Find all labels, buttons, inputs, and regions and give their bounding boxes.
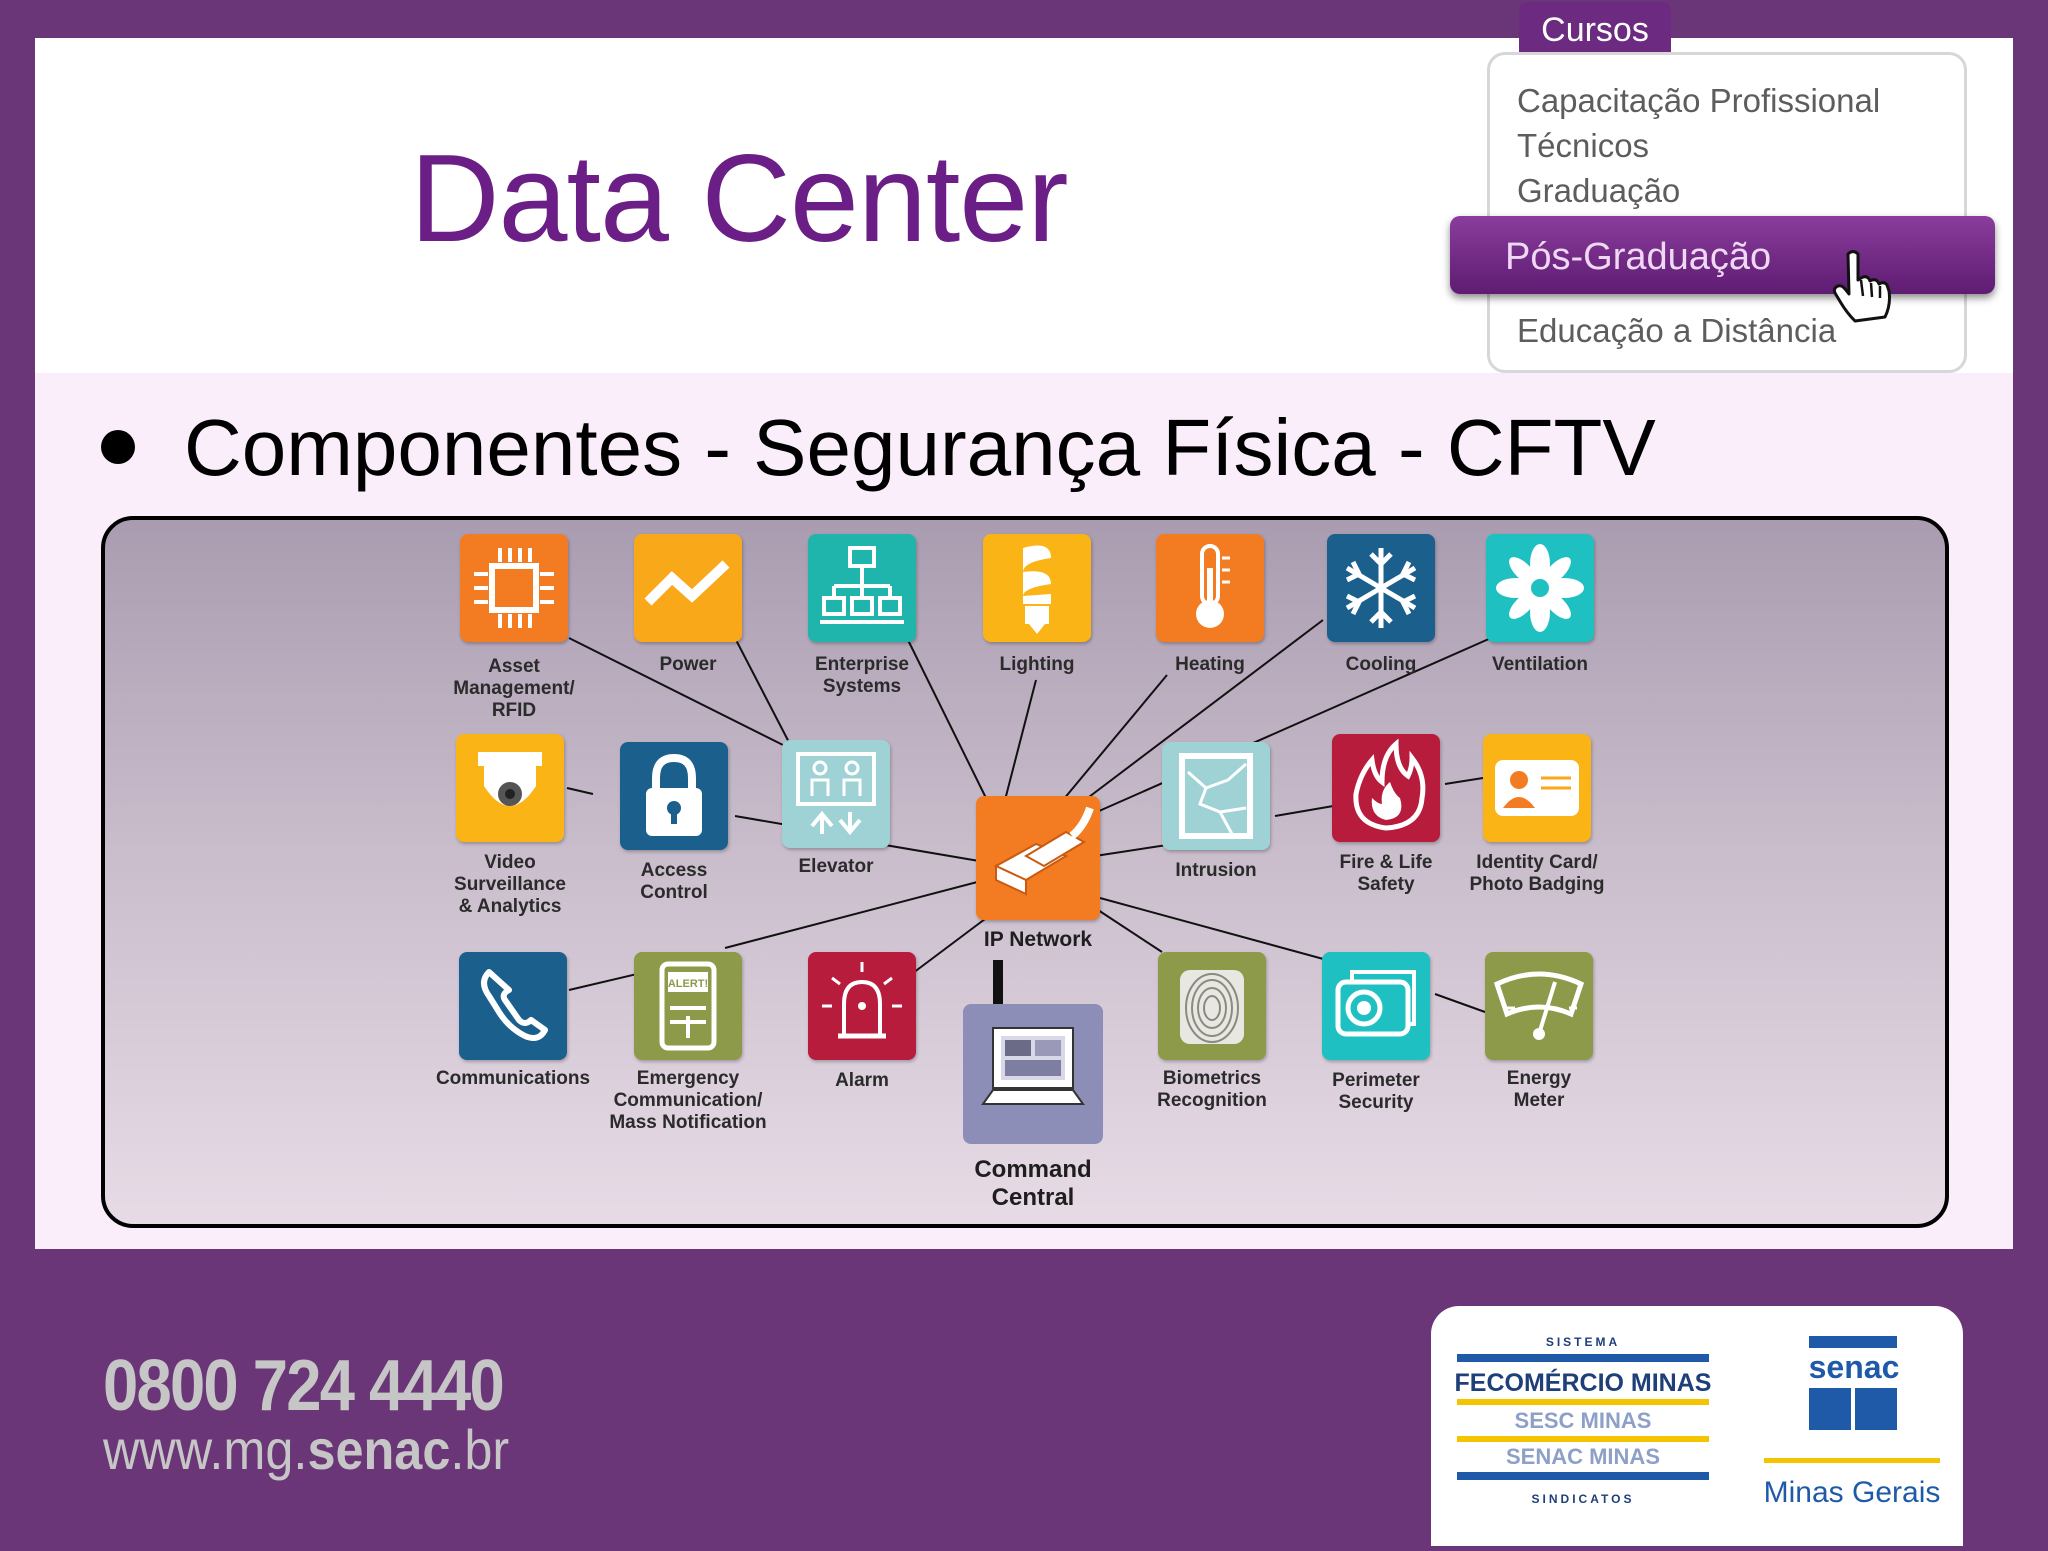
access-control-label: Access Control <box>640 860 708 903</box>
asset-management-tile <box>460 534 568 642</box>
intrusion-label: Intrusion <box>1175 860 1257 881</box>
logo-sindicatos: SINDICATOS <box>1532 1492 1635 1506</box>
energy-meter-label: Energy Meter <box>1506 1068 1572 1111</box>
lighting-label: Lighting <box>999 654 1075 675</box>
power-label: Power <box>659 654 717 675</box>
phone-number: 0800 724 4440 <box>103 1346 505 1426</box>
biometrics-label: Biometrics Recognition <box>1157 1068 1267 1111</box>
identity-card-tile <box>1483 734 1591 842</box>
courses-menu-tab[interactable]: Cursos <box>1519 2 1671 54</box>
communications-label: Communications <box>435 1068 591 1089</box>
hand-cursor-icon <box>1832 250 1891 323</box>
access-control-tile <box>620 742 728 850</box>
ip-network-label: IP Network <box>983 928 1093 951</box>
logo-sistema: SISTEMA <box>1546 1335 1620 1349</box>
logo-graphic: SISTEMA FECOMÉRCIO MINAS SESC MINAS SENA… <box>1455 1335 1941 1509</box>
lighting-tile <box>983 534 1091 642</box>
website-link[interactable]: www.mg.senac.br <box>103 1417 509 1482</box>
ip-network-hub <box>976 796 1100 920</box>
course-item-capacitacao[interactable]: Capacitação Profissional <box>1517 82 1881 119</box>
course-item-pos-graduacao[interactable] <box>1450 216 1995 294</box>
id-card-icon <box>1495 760 1579 816</box>
course-item-tecnicos[interactable]: Técnicos <box>1517 127 1650 164</box>
senac-bar <box>1809 1336 1897 1348</box>
intrusion-tile <box>1162 742 1270 850</box>
snowflake-icon <box>1345 548 1417 628</box>
logo-sesc: SESC MINAS <box>1515 1408 1652 1433</box>
heating-tile <box>1156 534 1264 642</box>
identity-card-label: Identity Card/ Photo Badging <box>1469 852 1605 895</box>
perimeter-camera-icon <box>1335 970 1416 1037</box>
power-tile <box>634 534 742 642</box>
elevator-label: Elevator <box>798 856 874 877</box>
logo-senac: senac <box>1809 1349 1900 1385</box>
ethernet-plug-icon <box>993 806 1094 896</box>
fire-icon <box>1353 738 1426 831</box>
sistema-fecomercio-logo: SISTEMA FECOMÉRCIO MINAS SESC MINAS SENA… <box>1431 1306 1963 1546</box>
course-item-pos-graduacao-label: Pós-Graduação <box>1505 236 1772 278</box>
iot-diagram: IP Network Command Central Asset Managem… <box>101 516 1949 1228</box>
diagram-connectors <box>566 619 1492 1013</box>
broken-window-icon <box>1179 753 1253 839</box>
alarm-label: Alarm <box>835 1070 889 1091</box>
cooling-tile <box>1327 534 1435 642</box>
power-zigzag-icon <box>644 560 730 606</box>
laptop-icon <box>981 1027 1085 1105</box>
course-item-ead[interactable]: Educação a Distância <box>1517 312 1837 349</box>
bulb-icon <box>1023 545 1051 634</box>
biometrics-tile <box>1158 952 1266 1060</box>
padlock-icon <box>646 753 702 836</box>
logo-senac-minas: SENAC MINAS <box>1506 1444 1660 1469</box>
website-prefix: www.mg. <box>103 1418 308 1481</box>
heating-label: Heating <box>1175 654 1245 675</box>
alert-device-icon: ALERT! <box>659 961 717 1051</box>
ventilation-label: Ventilation <box>1491 654 1589 675</box>
asset-management-label: Asset Management/ RFID <box>453 656 575 721</box>
enterprise-systems-label: Enterprise Systems <box>815 654 909 697</box>
bullet-dot <box>101 430 135 464</box>
fire-safety-label: Fire & Life Safety <box>1339 852 1433 895</box>
website-suffix: .br <box>450 1418 510 1481</box>
elevator-icon <box>796 752 876 836</box>
fingerprint-icon <box>1180 970 1244 1044</box>
cooling-label: Cooling <box>1345 654 1417 675</box>
command-central-label: Command Central <box>974 1156 1092 1211</box>
courses-menu <box>1487 52 1967 373</box>
logo-fecomercio: FECOMÉRCIO MINAS <box>1455 1368 1712 1397</box>
alarm-tile <box>808 952 916 1060</box>
video-surveillance-label: Video Surveillance & Analytics <box>454 852 566 917</box>
emergency-communication-tile: ALERT! <box>634 952 742 1060</box>
alarm-bell-icon <box>822 962 902 1039</box>
fan-icon <box>1496 544 1584 632</box>
camera-dome-icon <box>478 752 542 806</box>
gauge-icon <box>1493 971 1585 1040</box>
logo-minas-gerais: Minas Gerais <box>1764 1476 1941 1509</box>
slide-title: Data Center <box>410 130 1069 268</box>
perimeter-security-label: Perimeter Security <box>1332 1070 1420 1113</box>
energy-meter-tile <box>1485 952 1593 1060</box>
thermometer-icon <box>1196 544 1230 628</box>
video-surveillance-tile <box>456 734 564 842</box>
network-tree-icon <box>820 546 904 624</box>
course-item-graduacao[interactable]: Graduação <box>1517 172 1681 209</box>
alert-text: ALERT! <box>668 978 708 990</box>
chip-icon <box>474 548 554 628</box>
ventilation-tile <box>1486 534 1594 642</box>
bullet-text: Componentes - Segurança Física - CFTV <box>184 403 1656 492</box>
fire-safety-tile <box>1332 734 1440 842</box>
phone-handset-icon <box>481 969 548 1041</box>
communications-tile <box>459 952 567 1060</box>
elevator-tile <box>782 740 890 848</box>
emergency-communication-label: Emergency Communication/ Mass Notificati… <box>609 1068 767 1133</box>
enterprise-systems-tile <box>808 534 916 642</box>
perimeter-security-tile <box>1322 952 1430 1060</box>
command-central-tile <box>963 1004 1103 1144</box>
website-bold: senac <box>307 1418 451 1481</box>
